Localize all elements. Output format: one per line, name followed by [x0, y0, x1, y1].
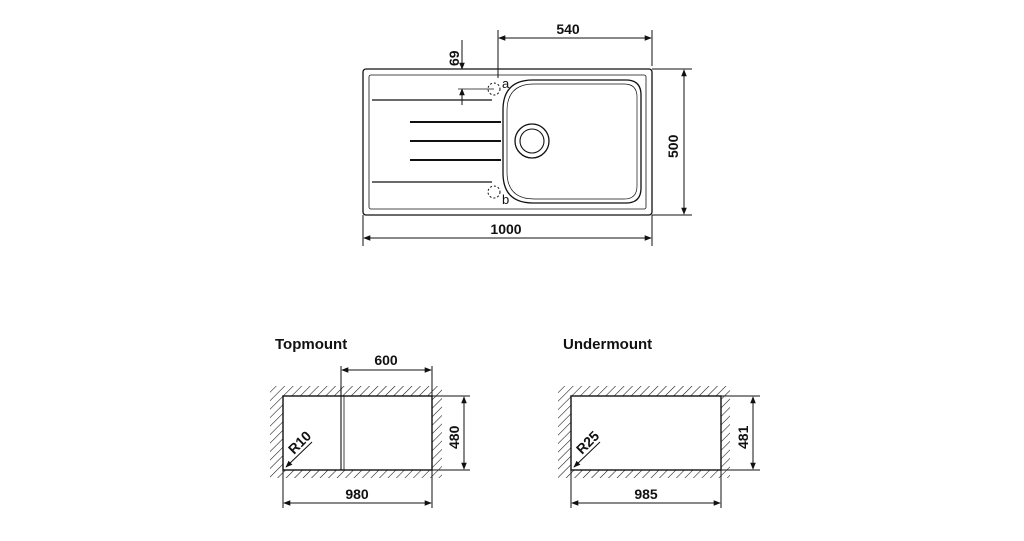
sink-outline — [362, 68, 653, 216]
topmount-dim-right-label: 480 — [446, 425, 462, 449]
sink-inner-rim — [368, 74, 647, 210]
undermount-title: Undermount — [563, 336, 652, 353]
sink-top-view — [362, 40, 653, 216]
drain-inner — [519, 128, 545, 154]
dim-overall-width-label: 1000 — [490, 221, 521, 237]
undermount-dim-right-label: 481 — [735, 425, 751, 449]
drain-outer — [514, 123, 550, 159]
dim-offset-label: 69 — [446, 50, 462, 66]
topmount-hatch — [270, 386, 442, 478]
sink-bowl — [502, 79, 642, 204]
hole-a-label: a — [502, 76, 510, 91]
dim-bowl-width-label: 540 — [556, 21, 580, 37]
dim-overall-depth-label: 500 — [665, 134, 681, 158]
topmount-dims — [282, 366, 470, 508]
topmount-dim-bottom-label: 980 — [345, 486, 369, 502]
topmount-title: Topmount — [275, 336, 347, 353]
dim-500 — [652, 68, 692, 216]
dim-540 — [497, 30, 653, 78]
undermount-cutout — [558, 386, 730, 478]
topmount-cutout-edge — [282, 395, 433, 471]
dim-1000 — [362, 215, 653, 246]
hole-b-label: b — [502, 192, 509, 207]
undermount-dims — [570, 395, 760, 508]
tap-hole-a — [487, 82, 501, 96]
topmount-dim-top-label: 600 — [374, 352, 398, 368]
topmount-cutout — [270, 386, 442, 478]
sink-bowl-inner — [506, 83, 638, 200]
tap-hole-b — [487, 185, 501, 199]
undermount-dim-bottom-label: 985 — [634, 486, 658, 502]
undermount-hatch — [558, 386, 730, 478]
undermount-cutout-edge — [570, 395, 722, 471]
